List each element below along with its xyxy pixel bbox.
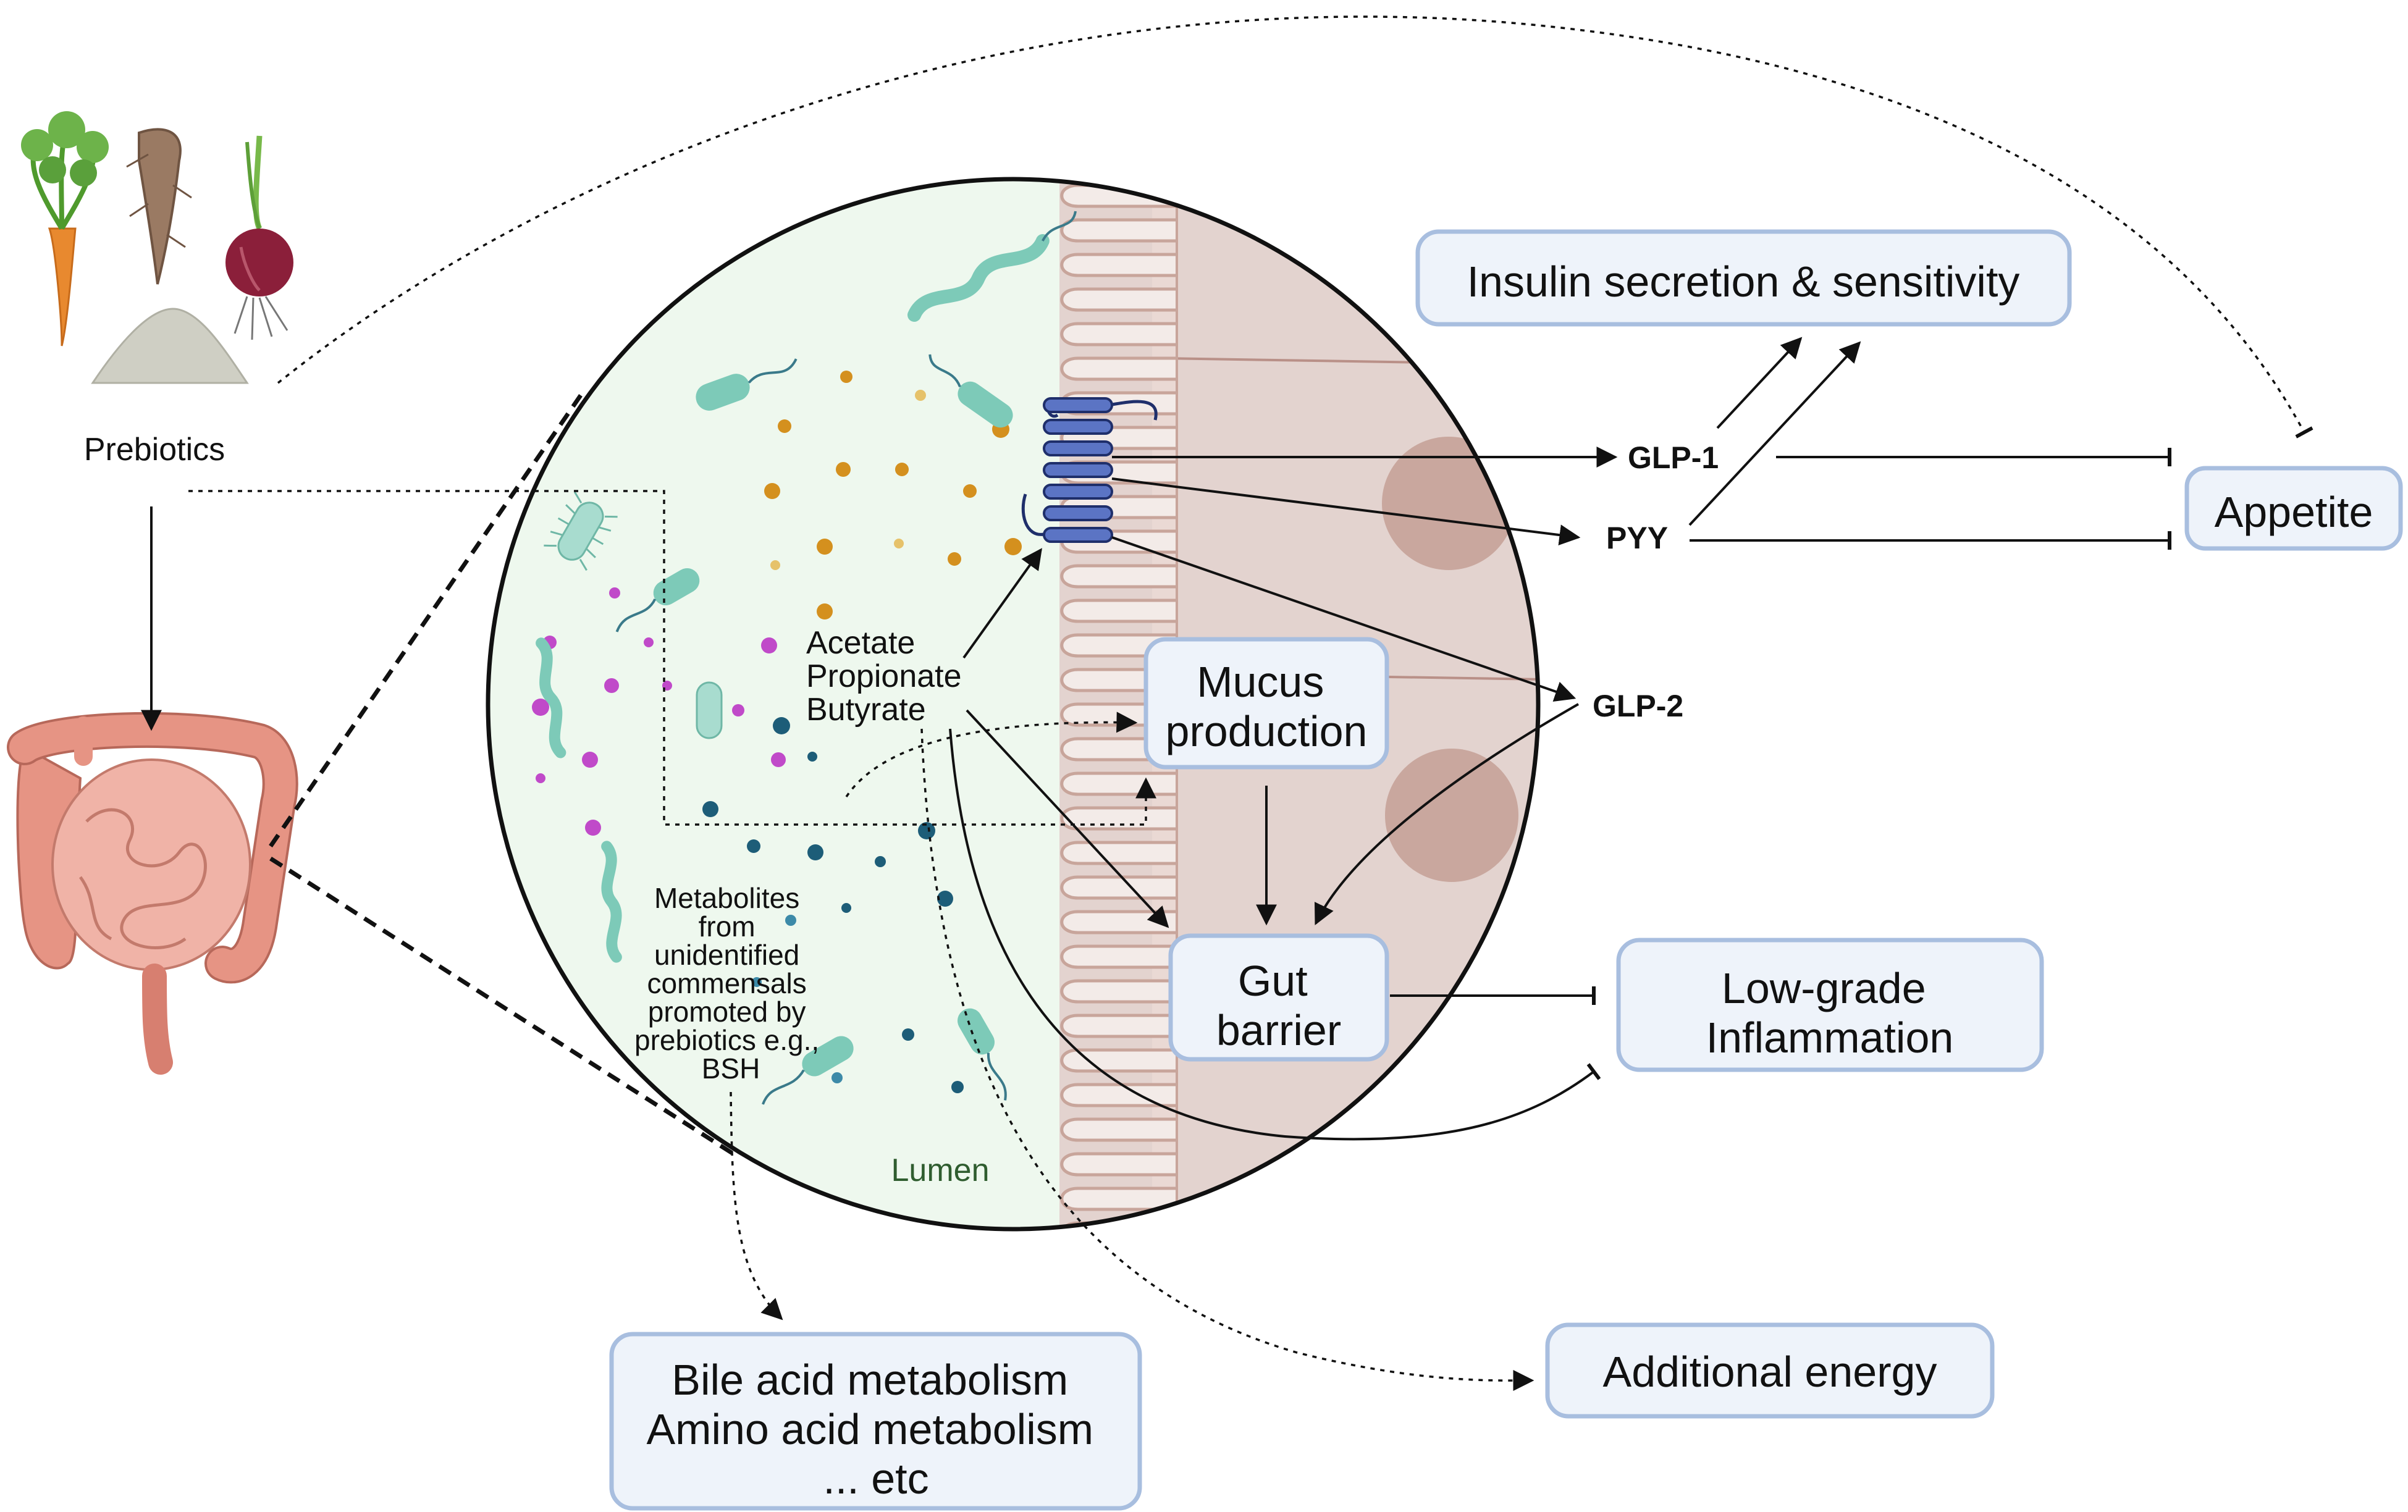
metabolite-particle (817, 603, 833, 620)
metabolite-particle (747, 839, 760, 853)
onion-icon (225, 135, 293, 340)
villus (1060, 1014, 1177, 1038)
villus (1060, 875, 1177, 900)
villus (1060, 322, 1177, 346)
powder-pile-icon (91, 308, 249, 384)
additional-energy-box: Additional energy (1545, 1322, 1995, 1419)
metabolite-particle (773, 717, 790, 734)
bile-acid-text: Bile acid metabolism Amino acid metaboli… (646, 1356, 1105, 1503)
villus (1060, 218, 1177, 243)
villus (1060, 598, 1177, 623)
mucus-box: Mucus production (1143, 637, 1389, 770)
scfa-acetate: Acetate (806, 625, 915, 661)
metabolite-particle (732, 704, 744, 716)
metabolite-particle (604, 678, 619, 693)
metabolite-particle (937, 891, 953, 907)
zoom-line-top (269, 394, 583, 847)
zoom-line-bottom (269, 857, 736, 1157)
glp1-label: GLP-1 (1628, 440, 1719, 475)
metabolite-particle (1004, 538, 1022, 555)
prebiotic-foods-illustration (21, 111, 293, 384)
villus (1060, 356, 1177, 381)
mucus-text: Mucus production (1166, 658, 1368, 755)
metabolite-particle (785, 915, 796, 926)
metabolite-particle (582, 752, 598, 768)
metabolite-particle (532, 699, 549, 716)
metabolite-particle (915, 390, 926, 401)
bile-acid-box: Bile acid metabolism Amino acid metaboli… (609, 1332, 1142, 1511)
villus (1060, 1083, 1177, 1107)
insulin-box: Insulin secretion & sensitivity (1415, 229, 2072, 327)
scfa-butyrate: Butyrate (806, 692, 926, 728)
appetite-box: Appetite (2184, 466, 2403, 551)
villus (1060, 1117, 1177, 1142)
villus (1060, 1152, 1177, 1177)
additional-energy-text: Additional energy (1603, 1348, 1937, 1396)
glp2-label: GLP-2 (1593, 689, 1683, 723)
metabolite-particle (951, 1081, 964, 1093)
metabolite-particle (752, 977, 762, 987)
pathway-arrows (188, 15, 2313, 1392)
metabolite-particle (764, 483, 780, 499)
villus (1060, 253, 1177, 277)
gut-barrier-box: Gut barrier (1168, 933, 1389, 1062)
metabolite-particle (902, 1028, 914, 1041)
villus (1060, 564, 1177, 589)
villus (1060, 287, 1177, 312)
metabolite-particle (948, 552, 961, 566)
gpcr-receptor-icon (1021, 397, 1158, 543)
insulin-text: Insulin secretion & sensitivity (1467, 258, 2020, 306)
metabolites-label: Metabolites from unidentified commensals… (634, 882, 827, 1085)
metabolite-particle (761, 637, 777, 653)
villus (1060, 806, 1177, 831)
metabolite-particle (585, 820, 601, 836)
carrot-icon (21, 111, 109, 346)
gut-bacteria (536, 211, 1077, 1105)
metabolite-particle (963, 484, 977, 498)
villus (1060, 1186, 1177, 1211)
inflammation-text: Low-grade Inflammation (1706, 964, 1954, 1062)
metabolite-particle (807, 752, 817, 762)
scfa-label: Acetate Propionate Butyrate (806, 625, 970, 728)
villus (1060, 771, 1177, 796)
appetite-text: Appetite (2215, 488, 2373, 536)
metabolite-particle (831, 1072, 843, 1083)
metabolite-particle (778, 419, 791, 433)
chicory-root-icon (126, 128, 192, 285)
intestine-icon (7, 712, 298, 1075)
villus (1060, 944, 1177, 969)
villus (1060, 841, 1177, 865)
metabolite-particle (702, 801, 718, 817)
metabolite-particle (918, 822, 935, 839)
inflammation-box: Low-grade Inflammation (1616, 938, 2044, 1072)
prebiotics-label: Prebiotics (84, 432, 225, 468)
metabolite-particle (841, 903, 851, 913)
metabolite-particle (894, 539, 904, 548)
metabolite-particle (771, 752, 786, 767)
villus (1060, 979, 1177, 1004)
metabolite-particle (875, 856, 886, 867)
metabolite-particle (770, 560, 780, 570)
metabolite-particle (836, 462, 851, 477)
metabolite-particle (644, 637, 654, 647)
metabolite-particle (895, 463, 909, 476)
gut-barrier-text: Gut barrier (1216, 957, 1341, 1054)
metabolite-particle (817, 539, 833, 555)
scfa-propionate: Propionate (806, 658, 962, 694)
metabolite-particle (840, 371, 852, 383)
metabolite-particle (609, 587, 620, 598)
cell-nucleus (1385, 749, 1518, 882)
zoom-circle-outline (486, 177, 1541, 1232)
villus (1060, 910, 1177, 934)
lumen-label: Lumen (891, 1153, 990, 1188)
pyy-label: PYY (1606, 521, 1668, 555)
metabolite-particle (807, 844, 823, 860)
metabolite-particle (536, 773, 545, 783)
